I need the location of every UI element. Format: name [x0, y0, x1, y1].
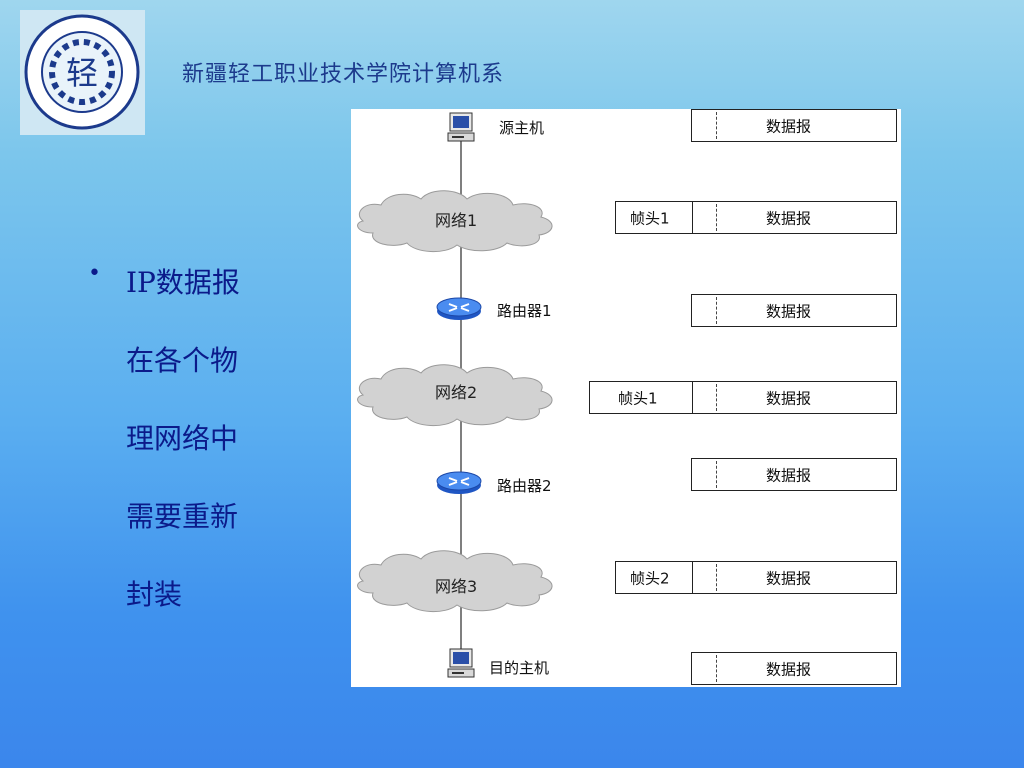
network2-cloud-icon — [357, 364, 553, 426]
bullet-dot: • — [88, 261, 101, 286]
network3-cloud-icon — [357, 550, 553, 612]
frame-row-5: 数据报 — [691, 458, 897, 491]
dest-host-label: 目的主机 — [489, 659, 550, 677]
encapsulation-diagram: 源主机 网络1 路由器1 网络2 路由器2 网络3 目的主机 数据报 帧头1 数… — [351, 109, 901, 687]
bullet-line-5: 封装 — [126, 578, 183, 611]
frame-row-3: 数据报 — [691, 294, 897, 327]
network2-label: 网络2 — [435, 383, 478, 402]
frame-row-6: 帧头2 数据报 — [615, 561, 897, 594]
frame-header-label: 帧头2 — [630, 569, 670, 587]
frame-header-label: 帧头1 — [630, 209, 670, 227]
college-logo: 轻 — [20, 10, 145, 135]
router1-label: 路由器1 — [497, 302, 552, 320]
router1-icon — [436, 297, 482, 320]
router2-icon — [436, 471, 482, 494]
network1-label: 网络1 — [435, 211, 478, 230]
bullet-line-4: 需要重新 — [126, 500, 239, 533]
frame-divider — [716, 204, 717, 231]
source-host-icon — [447, 112, 475, 142]
frame-divider — [692, 562, 693, 593]
frame-header-label: 帧头1 — [618, 389, 658, 407]
frame-row-4: 帧头1 数据报 — [589, 381, 897, 414]
datagram-label: 数据报 — [766, 389, 812, 407]
frame-divider — [716, 564, 717, 591]
datagram-label: 数据报 — [766, 209, 812, 227]
dest-host-icon — [447, 648, 475, 678]
frame-divider — [692, 382, 693, 413]
datagram-label: 数据报 — [766, 660, 812, 678]
datagram-label: 数据报 — [766, 117, 812, 135]
frame-row-1: 数据报 — [691, 109, 897, 142]
frame-divider — [692, 202, 693, 233]
frame-divider — [716, 461, 717, 488]
bullet-line-1: IP数据报 — [126, 266, 240, 299]
frame-divider — [716, 384, 717, 411]
source-host-label: 源主机 — [499, 119, 545, 137]
frame-divider — [716, 655, 717, 682]
datagram-label: 数据报 — [766, 569, 812, 587]
logo-character: 轻 — [66, 54, 98, 92]
datagram-label: 数据报 — [766, 302, 812, 320]
bullet-line-2: 在各个物 — [126, 344, 239, 377]
frame-divider — [716, 297, 717, 324]
frame-row-2: 帧头1 数据报 — [615, 201, 897, 234]
datagram-label: 数据报 — [766, 466, 812, 484]
bullet-line-3: 理网络中 — [126, 422, 239, 455]
frame-divider — [716, 112, 717, 139]
network3-label: 网络3 — [435, 577, 478, 596]
header-title: 新疆轻工职业技术学院计算机系 — [182, 62, 505, 87]
bullet-text-block: • IP数据报 在各个物 理网络中 需要重新 封装 — [88, 244, 288, 634]
network1-cloud-icon — [357, 190, 553, 252]
router2-label: 路由器2 — [497, 477, 552, 495]
frame-row-7: 数据报 — [691, 652, 897, 685]
